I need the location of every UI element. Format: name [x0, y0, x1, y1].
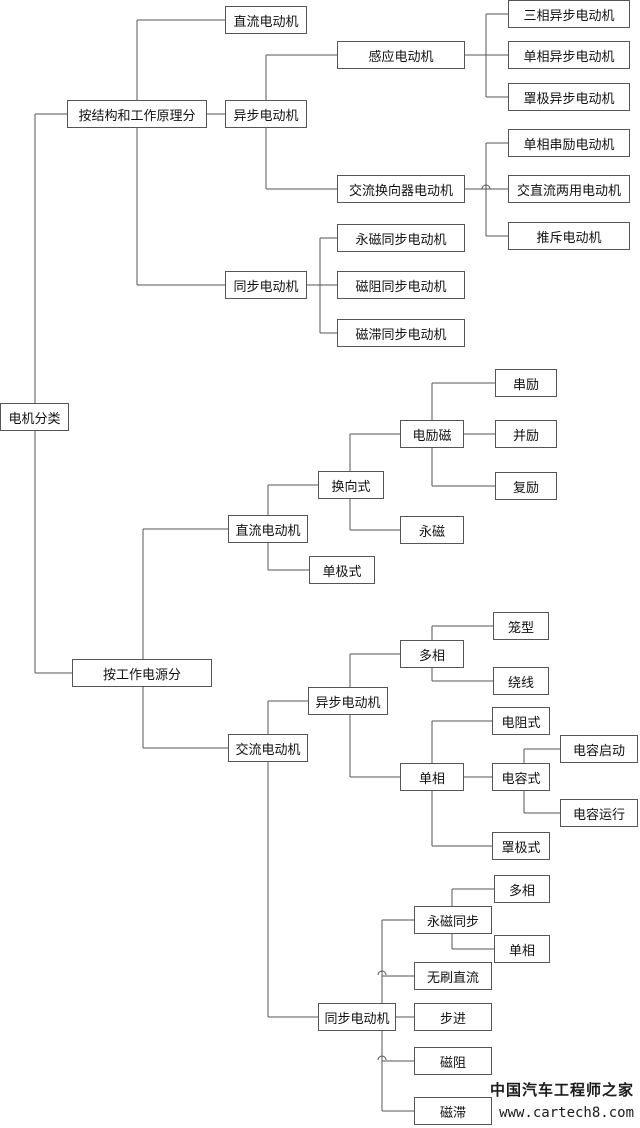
node-b1: 按工作电源分 [72, 659, 212, 687]
node-b1-1: 交流电动机 [228, 734, 308, 762]
watermark-site-name: 中国汽车工程师之家 [489, 1081, 634, 1099]
node-b1-1-1-3: 磁阻 [414, 1047, 492, 1075]
node-b0-2-1: 磁阻同步电动机 [337, 271, 465, 299]
line-hop [377, 1055, 387, 1061]
node-b1-1-0-1-1-1: 电容运行 [560, 799, 638, 827]
node-b1-1-1-0: 永磁同步 [414, 906, 492, 934]
node-b0-1-1: 交流换向器电动机 [337, 175, 465, 203]
node-r: 电机分类 [0, 403, 69, 431]
node-b1-1-0-1-1: 电容式 [492, 763, 550, 791]
node-b0-2-0: 永磁同步电动机 [337, 224, 465, 252]
node-b0: 按结构和工作原理分 [67, 100, 207, 128]
node-b1-0: 直流电动机 [228, 515, 308, 543]
node-b1-0-1: 单极式 [309, 556, 375, 584]
node-b1-1-0-1: 单相 [400, 763, 464, 791]
line-hop [377, 970, 387, 976]
node-b1-0-0-0-1: 并励 [495, 420, 557, 448]
node-b1-1-0-1-1-0: 电容启动 [560, 735, 638, 763]
node-b1-1-0-0-1: 绕线 [493, 667, 549, 695]
node-b1-1-1-4: 磁滞 [414, 1097, 492, 1125]
node-b1-1-1-1: 无刷直流 [414, 962, 492, 990]
node-b1-1-1-2: 步进 [414, 1003, 492, 1031]
node-b1-1-0-0: 多相 [400, 640, 464, 668]
node-b1-1-1-0-1: 单相 [494, 935, 550, 963]
node-b1-1-0-0-0: 笼型 [493, 612, 549, 640]
node-b0-1-0: 感应电动机 [337, 41, 465, 69]
node-b0-1-0-0: 三相异步电动机 [508, 0, 630, 28]
node-b0-1-1-2: 推斥电动机 [508, 222, 630, 250]
node-b1-1-0: 异步电动机 [308, 687, 388, 715]
node-b1-1-0-1-0: 电阻式 [492, 707, 550, 735]
node-b0-2-2: 磁滞同步电动机 [337, 319, 465, 347]
node-b0-1: 异步电动机 [225, 100, 307, 128]
node-b0-1-0-2: 罩极异步电动机 [508, 83, 630, 111]
node-b1-0-0-0-2: 复励 [495, 472, 557, 500]
node-b0-1-1-1: 交直流两用电动机 [508, 175, 630, 203]
node-b0-0: 直流电动机 [225, 6, 307, 34]
node-b1-0-0-0-0: 串励 [495, 369, 557, 397]
node-b1-0-0-0: 电励磁 [400, 420, 464, 448]
line-hop [481, 184, 491, 190]
node-b1-0-0-1: 永磁 [400, 516, 464, 544]
node-b1-0-0: 换向式 [318, 471, 384, 499]
node-b0-1-0-1: 单相异步电动机 [508, 41, 630, 69]
node-b0-2: 同步电动机 [225, 271, 307, 299]
node-b0-1-1-0: 单相串励电动机 [508, 129, 630, 157]
node-b1-1-1: 同步电动机 [318, 1003, 396, 1031]
watermark-url: www.cartech8.com [499, 1105, 634, 1121]
node-b1-1-1-0-0: 多相 [494, 875, 550, 903]
node-b1-1-0-1-2: 罩极式 [492, 832, 550, 860]
